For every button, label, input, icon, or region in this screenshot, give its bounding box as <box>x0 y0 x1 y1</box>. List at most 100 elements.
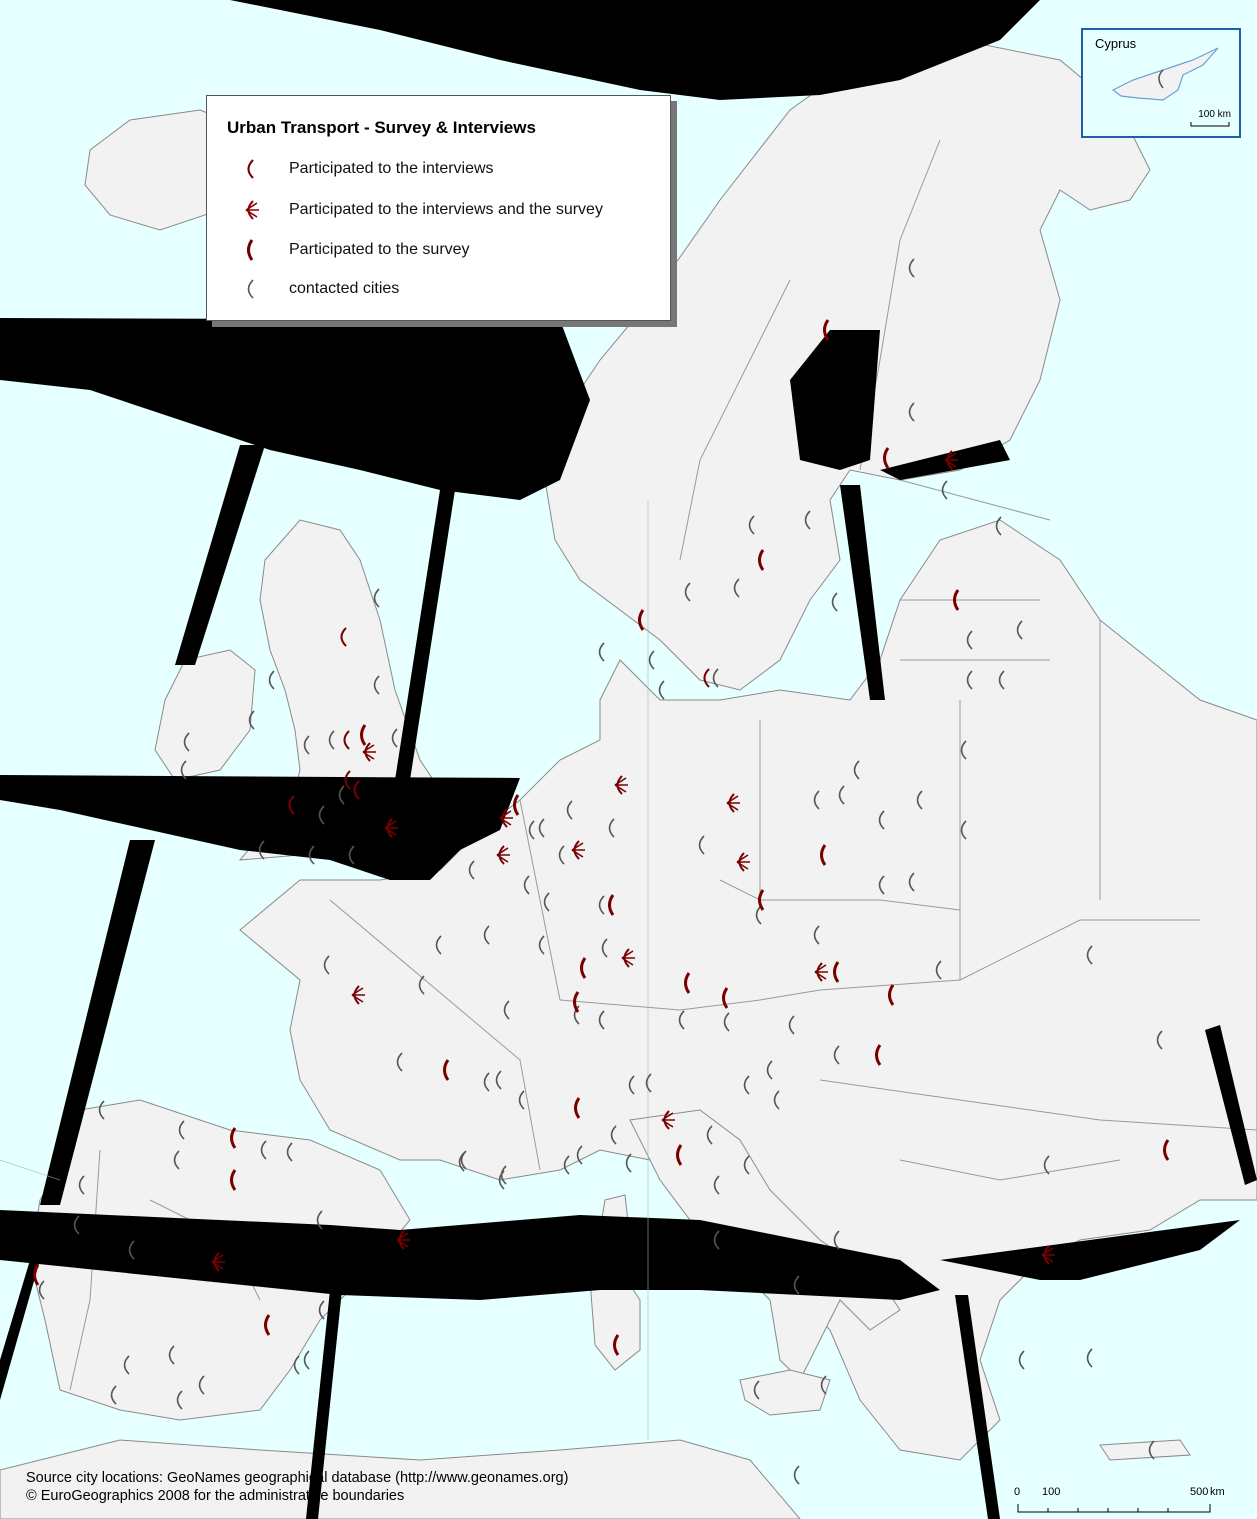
city-marker <box>608 894 615 916</box>
city-marker <box>351 985 365 1005</box>
inset-scale-label: 100 km <box>1198 109 1231 120</box>
source-line-1: Source city locations: GeoNames geograph… <box>26 1470 569 1486</box>
city-marker <box>658 680 665 700</box>
city-marker <box>960 740 967 760</box>
scale-tick-100: 100 <box>1042 1486 1061 1498</box>
city-marker <box>323 955 330 975</box>
city-marker <box>766 1060 773 1080</box>
city-marker <box>736 852 750 872</box>
city-marker <box>908 872 915 892</box>
city-marker <box>316 1210 323 1230</box>
city-marker <box>758 549 765 571</box>
city-marker <box>743 1075 750 1095</box>
city-marker <box>698 835 705 855</box>
city-marker <box>753 1380 760 1400</box>
city-marker <box>853 760 860 780</box>
city-marker <box>73 1215 80 1235</box>
city-marker <box>758 889 765 911</box>
legend-item-contacted: contacted cities <box>237 277 399 301</box>
city-marker <box>793 1275 800 1295</box>
city-marker <box>995 516 1002 536</box>
city-marker <box>820 844 827 866</box>
city-marker <box>260 1140 267 1160</box>
city-marker <box>396 1052 403 1072</box>
city-marker <box>176 1390 183 1410</box>
city-marker <box>610 1125 617 1145</box>
city-marker <box>78 1175 85 1195</box>
city-marker <box>875 1044 882 1066</box>
legend-item-interviews: Participated to the interviews <box>237 157 494 181</box>
city-marker <box>528 820 535 840</box>
city-marker <box>458 1152 465 1172</box>
interviews-marker-icon <box>247 159 254 179</box>
city-marker <box>98 1100 105 1120</box>
city-marker <box>258 840 265 860</box>
city-marker <box>676 1144 683 1166</box>
source-line-2: © EuroGeographics 2008 for the administr… <box>26 1488 405 1504</box>
city-marker <box>288 795 295 815</box>
legend-label: contacted cities <box>289 280 400 297</box>
city-marker <box>1148 1440 1155 1460</box>
graticule-lines <box>0 500 649 1440</box>
land-crete <box>1099 1439 1191 1461</box>
city-marker <box>362 742 376 762</box>
city-marker <box>598 642 605 662</box>
city-marker <box>168 1345 175 1365</box>
inset-title: Cyprus <box>1095 36 1137 51</box>
legend-title: Urban Transport - Survey & Interviews <box>227 118 536 137</box>
city-marker <box>230 1127 237 1149</box>
city-marker <box>625 1153 632 1173</box>
city-marker <box>348 845 355 865</box>
city-marker <box>33 1264 40 1286</box>
city-marker <box>823 319 830 341</box>
city-marker <box>813 790 820 810</box>
city-marker <box>638 609 645 631</box>
city-marker <box>648 650 655 670</box>
city-marker <box>538 935 545 955</box>
city-marker <box>110 1385 117 1405</box>
city-marker <box>712 668 719 688</box>
city-marker <box>608 818 615 838</box>
city-marker <box>1041 1245 1055 1265</box>
city-marker <box>543 892 550 912</box>
cyprus-inset: Cyprus 100 km <box>1081 28 1241 138</box>
city-markers <box>33 258 1170 1485</box>
city-marker <box>833 1045 840 1065</box>
city-marker <box>684 582 691 602</box>
city-marker <box>571 840 585 860</box>
city-marker <box>268 670 275 690</box>
city-marker <box>645 1073 652 1093</box>
city-marker <box>614 775 628 795</box>
city-marker <box>935 960 942 980</box>
city-marker <box>1086 1348 1093 1368</box>
city-marker <box>598 895 605 915</box>
city-marker <box>576 1145 583 1165</box>
city-marker <box>573 991 580 1013</box>
city-marker <box>908 258 915 278</box>
city-marker <box>435 935 442 955</box>
city-marker <box>318 805 325 825</box>
land-sicily <box>739 1369 831 1416</box>
city-marker <box>748 515 755 535</box>
city-marker <box>1016 620 1023 640</box>
city-marker <box>499 808 513 828</box>
city-marker <box>183 732 190 752</box>
city-marker <box>558 845 565 865</box>
city-marker <box>495 1070 502 1090</box>
map-legend: Urban Transport - Survey & Interviews Pa… <box>206 95 671 321</box>
city-marker <box>814 962 828 982</box>
city-marker <box>483 925 490 945</box>
cyprus-shape <box>1111 47 1230 127</box>
city-marker <box>248 710 255 730</box>
city-marker <box>178 1120 185 1140</box>
land-ireland <box>154 649 256 781</box>
city-marker <box>286 1142 293 1162</box>
city-marker <box>303 735 310 755</box>
city-marker <box>613 1334 620 1356</box>
city-marker <box>726 793 740 813</box>
city-marker <box>460 1150 467 1170</box>
city-marker <box>1156 1030 1163 1050</box>
city-marker <box>574 1097 581 1119</box>
city-marker <box>211 1252 225 1272</box>
city-marker <box>373 588 380 608</box>
